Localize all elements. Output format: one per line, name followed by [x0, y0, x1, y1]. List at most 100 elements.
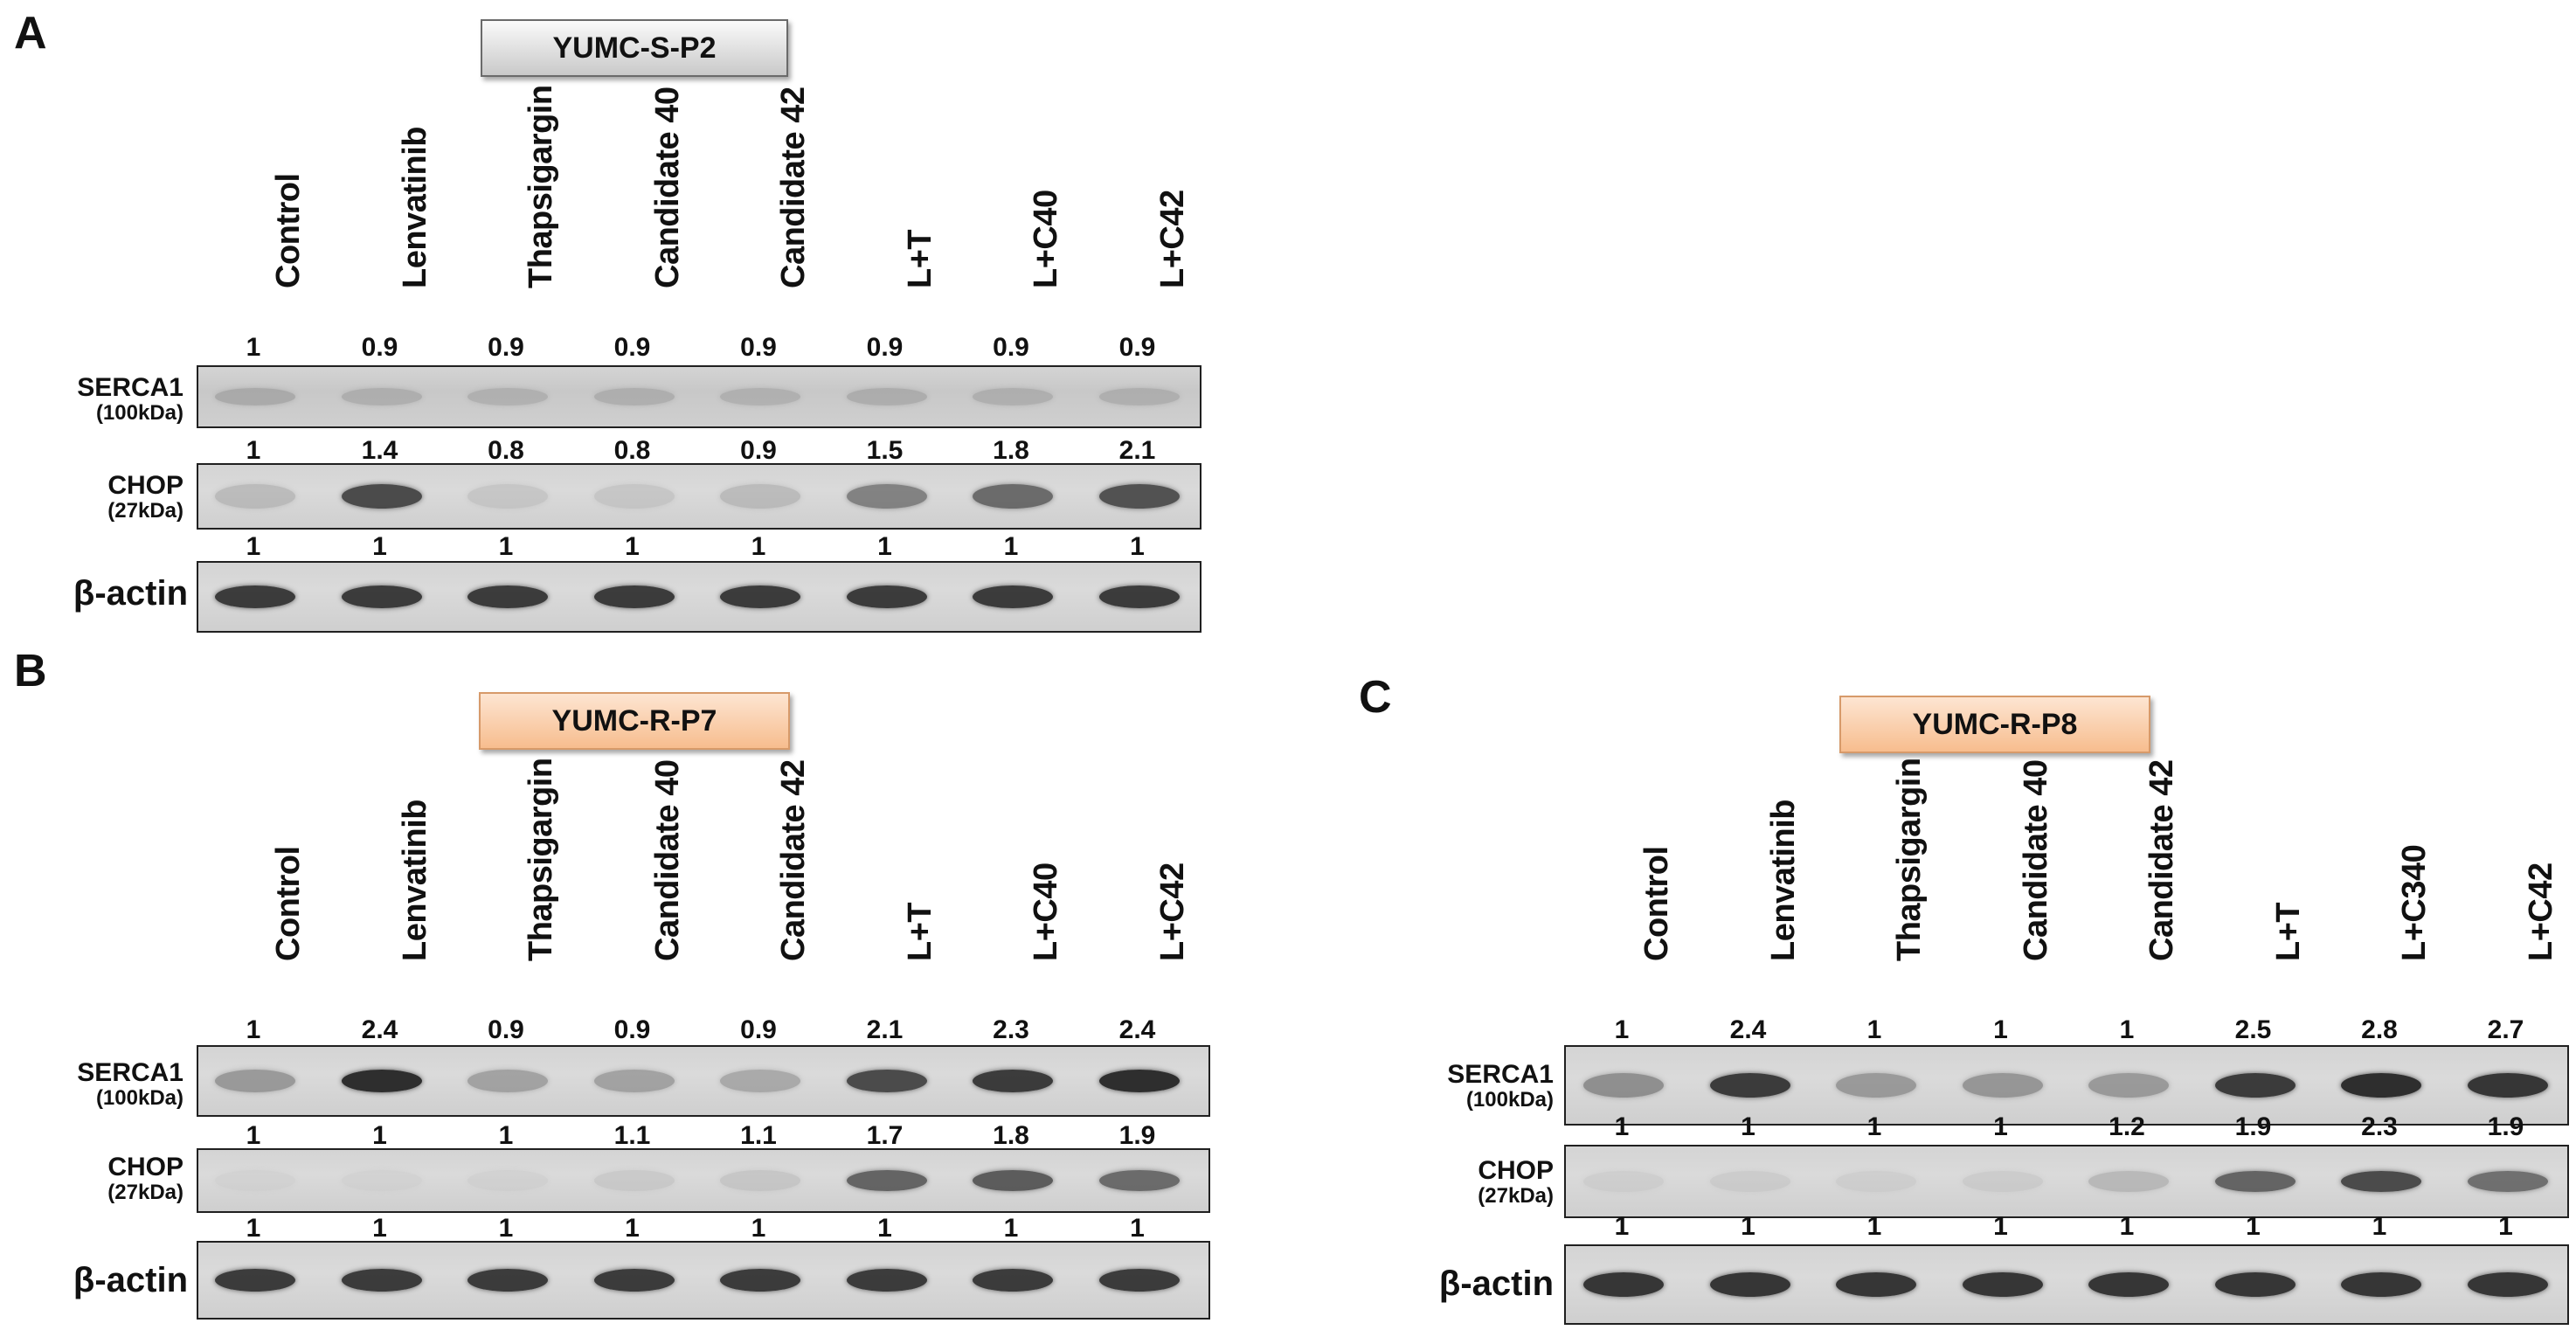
quantification-value: 0.9: [740, 333, 777, 362]
protein-band: [720, 1070, 800, 1092]
quantification-value: 2.4: [1729, 1015, 1767, 1044]
quantification-value: 0.9: [993, 333, 1029, 362]
protein-band: [846, 1070, 927, 1092]
quantification-value: 1: [246, 436, 261, 465]
blot-row-label: SERCA1(100kDa): [9, 1059, 184, 1109]
molecular-weight: (27kDa): [107, 498, 184, 523]
blot-row-label: CHOP(27kDa): [9, 1153, 184, 1203]
protein-band: [341, 585, 422, 608]
quantification-value: 1: [498, 1121, 514, 1150]
protein-band: [1962, 1272, 2043, 1297]
quantification-value: 2.3: [2361, 1112, 2398, 1141]
protein-band: [720, 1269, 800, 1292]
protein-band: [1098, 585, 1180, 608]
protein-band: [467, 1269, 548, 1292]
quantification-value: 1: [372, 532, 387, 561]
molecular-weight: (27kDa): [107, 1180, 184, 1204]
quantification-value: 0.8: [488, 436, 524, 465]
molecular-weight: (27kDa): [1478, 1183, 1554, 1208]
quantification-value: 1: [2119, 1015, 2135, 1044]
quantification-value: 1: [877, 532, 892, 561]
quantification-value: 1: [2372, 1212, 2387, 1241]
protein-band: [846, 585, 927, 608]
quantification-value: 1: [498, 532, 514, 561]
blot-row-label: SERCA1(100kDa): [1379, 1061, 1554, 1111]
protein-name: SERCA1: [1447, 1060, 1554, 1089]
protein-band: [341, 1170, 422, 1191]
protein-band: [1583, 1171, 1664, 1192]
protein-name: SERCA1: [77, 1058, 184, 1087]
blot-strip: [197, 1241, 1210, 1320]
quantification-value: 2.4: [1118, 1015, 1156, 1044]
protein-band: [215, 484, 295, 509]
protein-band: [467, 484, 548, 509]
blot-row-label: β-actin: [1379, 1265, 1554, 1302]
quantification-value: 1: [2246, 1212, 2261, 1241]
protein-band: [467, 388, 548, 405]
protein-name: CHOP: [107, 1153, 184, 1181]
blot-strip: [197, 365, 1201, 428]
protein-band: [720, 585, 800, 608]
protein-band: [215, 585, 295, 608]
protein-band: [846, 1170, 927, 1191]
quantification-value: 2.5: [2234, 1015, 2272, 1044]
cell-line-title: YUMC-R-P8: [1839, 696, 2150, 753]
protein-band: [2467, 1073, 2548, 1098]
protein-band: [720, 1170, 800, 1191]
protein-band: [2341, 1272, 2421, 1297]
blot-strip: [197, 1148, 1210, 1213]
blot-strip: [197, 463, 1201, 530]
blot-row-label: CHOP(27kDa): [9, 472, 184, 522]
protein-band: [215, 1269, 295, 1292]
quantification-value: 1: [1130, 532, 1145, 561]
blot-strip: [1564, 1145, 2569, 1218]
protein-band: [2214, 1171, 2296, 1192]
protein-band: [215, 388, 295, 405]
protein-band: [593, 484, 675, 509]
quantification-value: 0.9: [488, 1015, 524, 1044]
quantification-value: 1: [246, 1121, 261, 1150]
protein-band: [973, 1269, 1053, 1292]
protein-band: [1709, 1171, 1790, 1192]
protein-band: [593, 1170, 675, 1191]
quantification-value: 0.9: [1118, 333, 1156, 362]
protein-band: [973, 484, 1053, 509]
quantification-value: 1: [2119, 1212, 2135, 1241]
molecular-weight: (100kDa): [95, 1085, 184, 1110]
quantification-value: 1: [1614, 1015, 1630, 1044]
protein-band: [1836, 1073, 1916, 1098]
quantification-value: 1: [1993, 1112, 2008, 1141]
quantification-value: 1.7: [866, 1121, 904, 1150]
quantification-value: 1: [1866, 1212, 1882, 1241]
quantification-value: 1: [625, 532, 640, 561]
quantification-value: 1: [1993, 1212, 2008, 1241]
blot-strip: [197, 1045, 1210, 1117]
quantification-value: 0.8: [613, 436, 651, 465]
protein-name: β-actin: [1438, 1264, 1554, 1303]
quantification-value: 2.1: [1118, 436, 1156, 465]
protein-band: [973, 1170, 1053, 1191]
quantification-value: 0.9: [740, 1015, 777, 1044]
protein-name: β-actin: [73, 1261, 188, 1299]
protein-band: [341, 484, 422, 509]
blot-strip: [1564, 1244, 2569, 1325]
quantification-value: 1.5: [866, 436, 904, 465]
blot-row-label: β-actin: [13, 575, 188, 612]
quantification-value: 1: [246, 1214, 261, 1243]
cell-line-title: YUMC-S-P2: [481, 19, 788, 77]
protein-band: [341, 388, 422, 405]
panel-letter: B: [14, 646, 47, 696]
quantification-value: 1.9: [2487, 1112, 2524, 1141]
quantification-value: 1: [246, 1015, 261, 1044]
protein-band: [720, 388, 800, 405]
quantification-value: 0.9: [488, 333, 524, 362]
quantification-value: 1: [877, 1214, 892, 1243]
quantification-value: 1: [246, 532, 261, 561]
quantification-value: 1: [372, 1121, 387, 1150]
quantification-value: 1.1: [740, 1121, 777, 1150]
protein-name: CHOP: [107, 471, 184, 500]
quantification-value: 1: [1003, 532, 1019, 561]
quantification-value: 1.8: [993, 436, 1029, 465]
blot-row-label: β-actin: [13, 1262, 188, 1299]
protein-band: [973, 1070, 1053, 1092]
